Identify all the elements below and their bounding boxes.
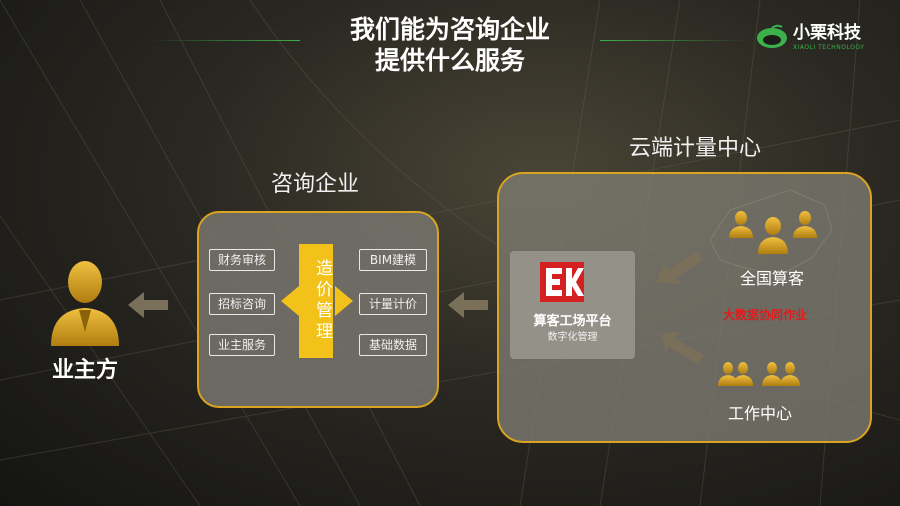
owner-person-icon — [51, 261, 119, 346]
people-group-icon — [729, 211, 817, 254]
cloud-caption: 云端计量中心 — [628, 136, 761, 161]
service-tag: 财务审核 — [209, 249, 275, 271]
arrow-left-icon — [448, 292, 488, 318]
platform-title: 算客工场平台 — [533, 314, 612, 329]
arrow-up-left-icon — [662, 332, 704, 364]
china-map-icon — [709, 189, 833, 276]
service-tag: 基础数据 — [359, 334, 427, 356]
platform-subtitle: 数字化管理 — [547, 332, 598, 343]
big-data-text: 大数据协同作业 — [722, 308, 807, 322]
national-label: 全国算客 — [739, 269, 804, 288]
cost-management-core: 造价管理 — [299, 244, 333, 358]
title-line-1: 我们能为咨询企业 — [349, 15, 550, 44]
title-line-2: 提供什么服务 — [374, 46, 525, 75]
service-tag: 业主服务 — [209, 334, 275, 356]
owner-label: 业主方 — [51, 358, 118, 383]
brand-subtitle: XIAOLI TECHNOLOGY — [793, 44, 865, 51]
ek-logo-icon — [540, 262, 584, 302]
service-tag: 招标咨询 — [209, 293, 275, 315]
brand-logo: 小栗科技 XIAOLI TECHNOLOGY — [755, 22, 885, 56]
brand-name: 小栗科技 — [793, 23, 861, 43]
arrow-left-icon — [128, 292, 168, 318]
chestnut-logo-icon — [757, 24, 787, 48]
work-center-label: 工作中心 — [727, 404, 792, 423]
arrow-down-left-icon — [657, 252, 703, 284]
people-group-icon — [718, 362, 800, 386]
consulting-caption: 咨询企业 — [270, 172, 359, 197]
title-rule-right — [600, 40, 750, 41]
service-tag: BIM建模 — [359, 249, 427, 271]
title-rule-left — [150, 40, 300, 41]
service-tag: 计量计价 — [359, 293, 427, 315]
